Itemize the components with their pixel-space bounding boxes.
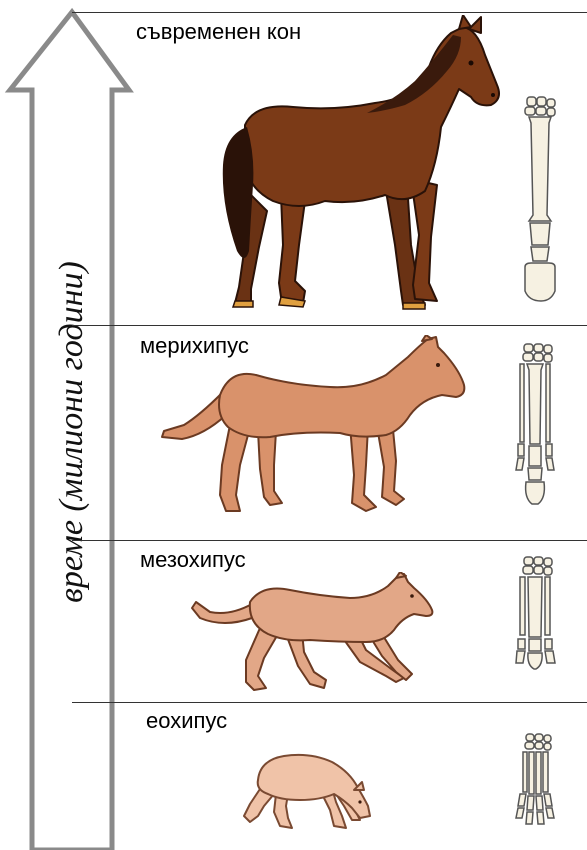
- single-toe-hoof-icon: [515, 95, 565, 310]
- modern-horse-icon: [215, 15, 505, 315]
- eohippus-icon: [240, 750, 375, 835]
- mesohippus-icon: [190, 572, 440, 697]
- four-toe-foot-icon: [510, 732, 565, 832]
- divider-top: [72, 12, 587, 13]
- divider-1: [72, 325, 587, 326]
- merychippus-foot-icon: [510, 342, 565, 512]
- merychippus-icon: [160, 335, 470, 520]
- stage-label-eohippus: еохипус: [146, 708, 227, 734]
- time-axis-label: време (милиони години): [53, 261, 91, 603]
- divider-3: [72, 702, 587, 703]
- three-toe-foot-icon: [510, 555, 565, 675]
- divider-2: [72, 540, 587, 541]
- stage-label-mesohippus: мезохипус: [140, 547, 246, 573]
